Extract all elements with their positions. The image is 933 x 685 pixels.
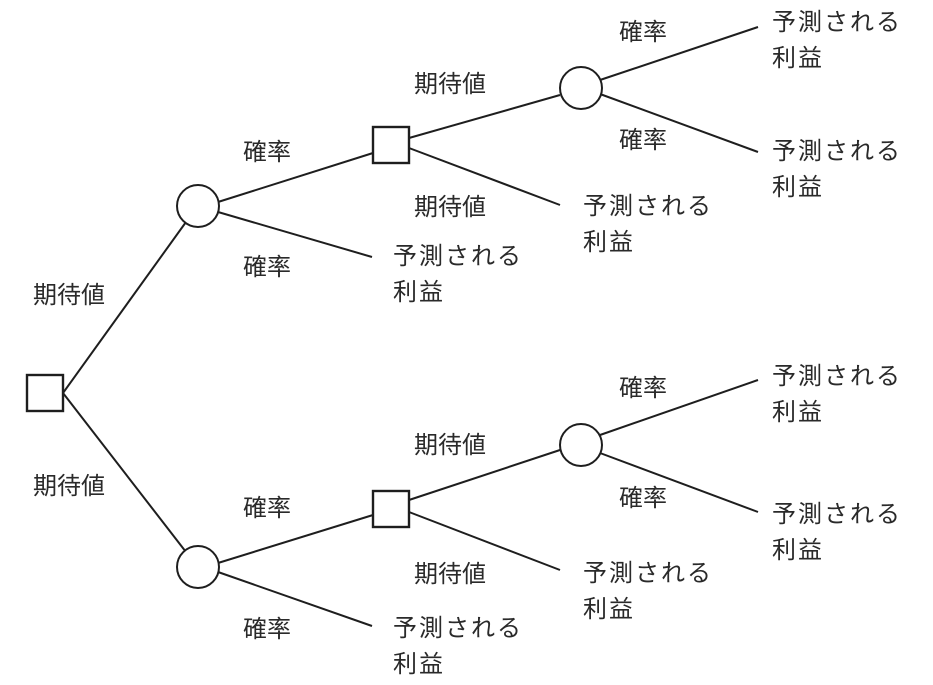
outcome-leaf-2-line2: 利益 — [772, 173, 824, 201]
label-probability-8: 確率 — [619, 484, 667, 512]
edge-chance-upper-to-outcome — [217, 211, 373, 258]
outcome-leaf-2: 予測される 利益 — [772, 133, 902, 205]
outcome-leaf-4-line2: 利益 — [393, 278, 445, 306]
outcome-leaf-5-line2: 利益 — [772, 398, 824, 426]
edge-root-to-chance-lower — [62, 392, 187, 553]
outcome-leaf-1-line1: 予測される — [772, 8, 902, 36]
edge-decision-lower-to-chance — [408, 449, 561, 501]
label-expected-value-root-upper: 期待値 — [33, 281, 105, 309]
outcome-leaf-1-line2: 利益 — [772, 44, 824, 72]
outcome-leaf-3-line1: 予測される — [583, 192, 713, 220]
outcome-leaf-6: 予測される 利益 — [772, 496, 902, 568]
outcome-leaf-4-line1: 予測される — [393, 242, 523, 270]
decision-node-upper — [371, 125, 411, 165]
label-expected-value-lower-bottom: 期待値 — [414, 560, 486, 588]
chance-node-lower-right — [559, 423, 603, 467]
outcome-leaf-7-line2: 利益 — [583, 595, 635, 623]
label-expected-value-upper-top: 期待値 — [414, 70, 486, 98]
root-decision-node — [25, 373, 65, 413]
label-probability-3: 確率 — [619, 18, 667, 46]
edge-chance-lower-right-to-outcome-bottom — [599, 452, 759, 513]
outcome-leaf-1: 予測される 利益 — [772, 4, 902, 76]
label-probability-6: 確率 — [243, 615, 291, 643]
edge-decision-upper-to-outcome — [408, 147, 561, 206]
label-expected-value-root-lower: 期待値 — [33, 472, 105, 500]
outcome-leaf-2-line1: 予測される — [772, 137, 902, 165]
outcome-leaf-6-line1: 予測される — [772, 500, 902, 528]
outcome-leaf-5: 予測される 利益 — [772, 358, 902, 430]
edge-chance-upper-to-decision-upper — [217, 152, 374, 203]
chance-node-upper — [176, 184, 220, 228]
outcome-leaf-4: 予測される 利益 — [393, 238, 523, 310]
edge-decision-lower-to-outcome — [408, 511, 561, 571]
edge-chance-upper-right-to-outcome-bottom — [599, 93, 759, 153]
outcome-leaf-8-line1: 予測される — [393, 614, 523, 642]
label-probability-5: 確率 — [243, 494, 291, 522]
edge-root-to-chance-upper — [62, 221, 187, 394]
outcome-leaf-3-line2: 利益 — [583, 228, 635, 256]
edge-chance-lower-to-outcome — [217, 571, 373, 627]
label-probability-7: 確率 — [619, 374, 667, 402]
label-expected-value-upper-bottom: 期待値 — [414, 193, 486, 221]
outcome-leaf-7-line1: 予測される — [583, 559, 713, 587]
label-probability-4: 確率 — [619, 126, 667, 154]
edge-chance-lower-to-decision-lower — [217, 514, 374, 564]
decision-node-lower — [371, 489, 411, 529]
outcome-leaf-7: 予測される 利益 — [583, 555, 713, 627]
outcome-leaf-8: 予測される 利益 — [393, 610, 523, 682]
outcome-leaf-8-line2: 利益 — [393, 650, 445, 678]
label-probability-2: 確率 — [243, 253, 291, 281]
chance-node-upper-right — [559, 66, 603, 110]
outcome-leaf-6-line2: 利益 — [772, 536, 824, 564]
edge-chance-lower-right-to-outcome-top — [599, 379, 759, 436]
edge-chance-upper-right-to-outcome-top — [599, 26, 759, 81]
label-expected-value-lower-top: 期待値 — [414, 431, 486, 459]
outcome-leaf-3: 予測される 利益 — [583, 188, 713, 260]
outcome-leaf-5-line1: 予測される — [772, 362, 902, 390]
chance-node-lower — [176, 545, 220, 589]
edge-decision-upper-to-chance — [408, 94, 561, 139]
label-probability-1: 確率 — [243, 138, 291, 166]
